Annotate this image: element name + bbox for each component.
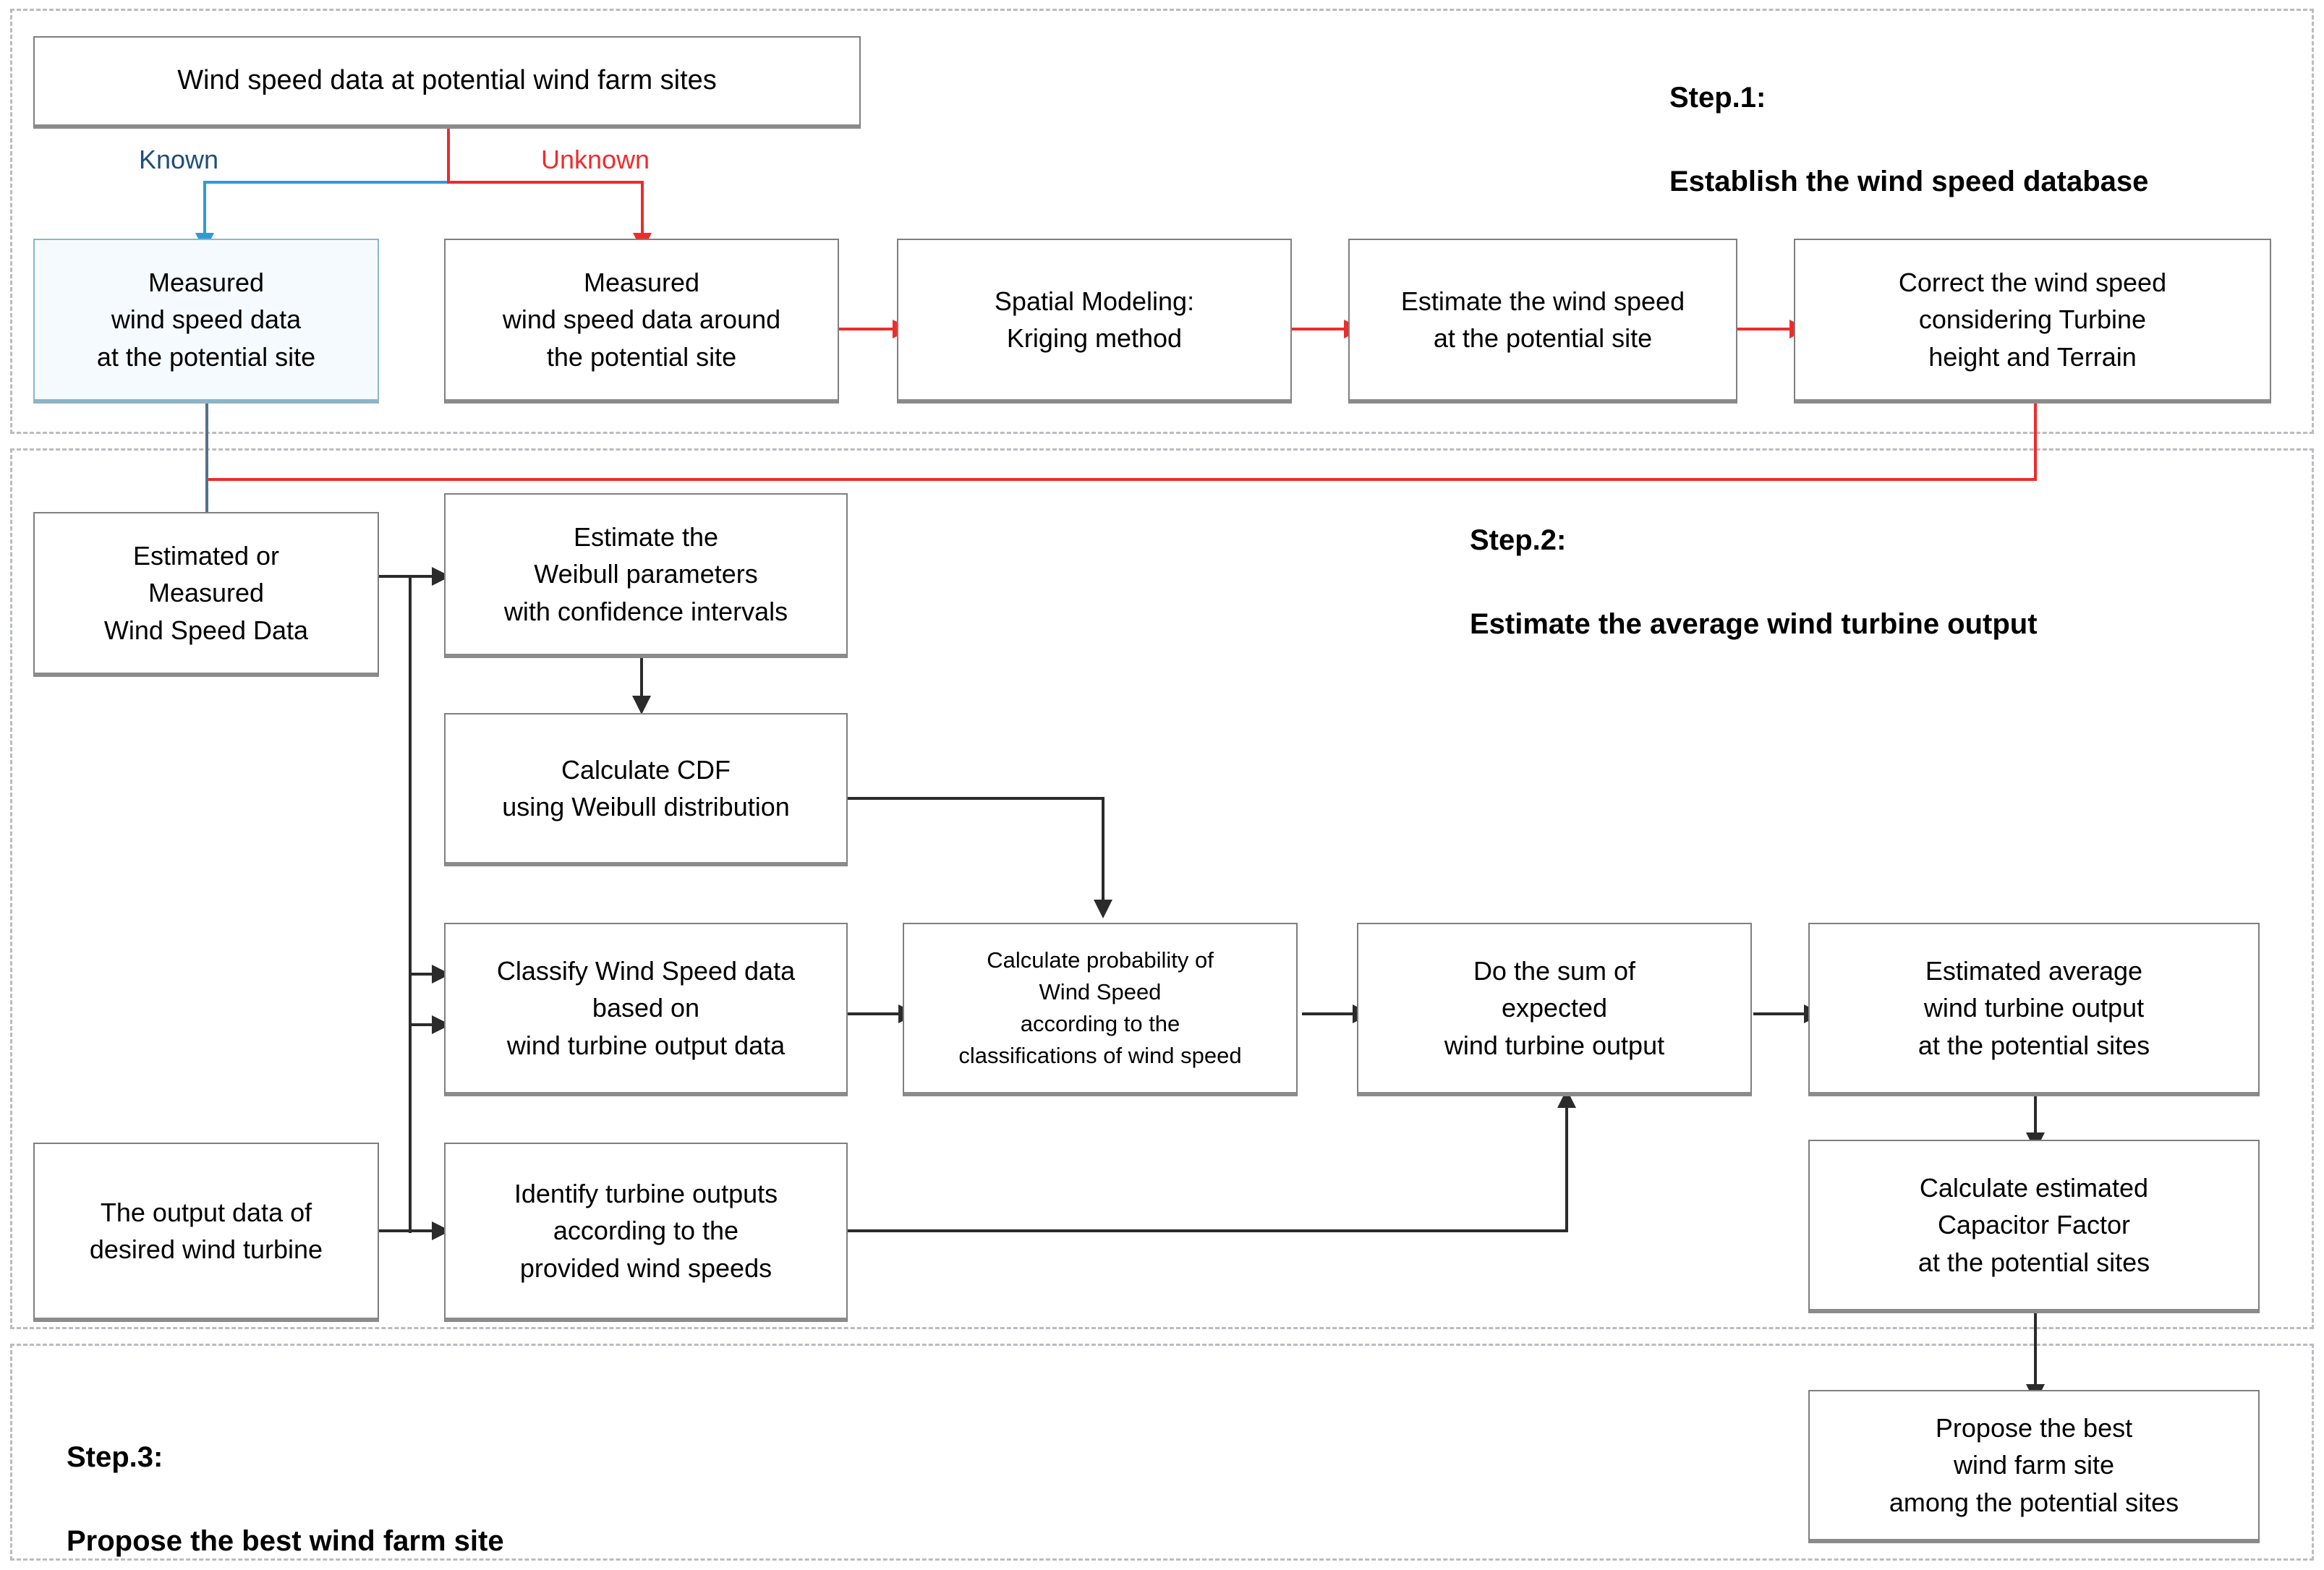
connector-known-horizontal (203, 181, 450, 184)
node-label: Calculate probability of Wind Speed acco… (958, 947, 1242, 1069)
node-label: Measured wind speed data at the potentia… (96, 268, 316, 372)
connector-unknown-horizontal (447, 181, 644, 184)
connector-n6-left-across (205, 478, 2037, 481)
node-estimated-average-turbine-output[interactable]: Estimated average wind turbine output at… (1808, 923, 2260, 1096)
edge-label-known: Known (139, 145, 219, 174)
node-classify-wind-speed-data[interactable]: Classify Wind Speed data based on wind t… (444, 923, 848, 1096)
connector-n9-right (848, 797, 1104, 800)
step-2-region (10, 448, 2314, 1329)
step-3-number: Step.3: (67, 1441, 163, 1473)
node-label: Calculate estimated Capacitor Factor at … (1917, 1173, 2150, 1277)
step-3-title: Step.3: Propose the best wind farm site (67, 1394, 504, 1570)
step-3-heading: Propose the best wind farm site (67, 1525, 504, 1557)
connector-n12-n13 (1753, 1012, 1808, 1015)
connector-n3-n4 (839, 328, 897, 330)
node-estimate-wind-speed-at-site[interactable]: Estimate the wind speed at the potential… (1348, 239, 1737, 404)
node-output-data-desired-turbine[interactable]: The output data of desired wind turbine (33, 1143, 379, 1322)
node-label: Measured wind speed data around the pote… (502, 268, 781, 372)
connector-n10-n11 (848, 1012, 903, 1015)
connector-n14-trunk-n10 (409, 1023, 440, 1026)
node-calculate-cdf-weibull[interactable]: Calculate CDF using Weibull distribution (444, 713, 848, 866)
connector-n15-right (848, 1229, 1568, 1232)
connector-n8-n9 (640, 651, 643, 703)
step-2-heading: Estimate the average wind turbine output (1470, 608, 2038, 640)
connector-n1-split-stem (447, 129, 450, 182)
edge-label-unknown: Unknown (541, 145, 650, 174)
node-label: Estimated average wind turbine output at… (1917, 956, 2150, 1060)
connector-n14-n15 (377, 1229, 438, 1232)
connector-n14-trunk-up (409, 1023, 412, 1233)
step-2-title: Step.2: Estimate the average wind turbin… (1470, 477, 2038, 687)
connector-unknown-drop (641, 181, 644, 237)
connector-n9-down (1102, 797, 1104, 907)
step-1-heading: Establish the wind speed database (1669, 166, 2149, 197)
node-spatial-modeling-kriging[interactable]: Spatial Modeling: Kriging method (897, 239, 1292, 404)
node-label: Spatial Modeling: Kriging method (994, 286, 1195, 353)
connector-n7-n8 (377, 575, 438, 578)
node-label: Calculate CDF using Weibull distribution (502, 754, 790, 822)
node-estimated-or-measured-wind-speed-data[interactable]: Estimated or Measured Wind Speed Data (33, 512, 379, 677)
connector-n13-n16 (2034, 1092, 2037, 1140)
arrow-n8-n9 (632, 696, 651, 714)
connector-n6-down (2034, 401, 2037, 481)
step-1-number: Step.1: (1669, 82, 1766, 114)
connector-trunk-left (409, 575, 412, 1023)
step-1-region (10, 9, 2314, 434)
node-measured-wind-speed-at-site[interactable]: Measured wind speed data at the potentia… (33, 239, 379, 404)
node-estimate-weibull-parameters[interactable]: Estimate the Weibull parameters with con… (444, 493, 848, 658)
node-sum-expected-turbine-output[interactable]: Do the sum of expected wind turbine outp… (1357, 923, 1752, 1096)
step-2-number: Step.2: (1470, 524, 1567, 556)
connector-n2-down-to-n7 (205, 401, 208, 517)
connector-n11-n12 (1302, 1012, 1357, 1015)
connector-n5-n6 (1736, 328, 1794, 330)
step-1-title: Step.1: Establish the wind speed databas… (1669, 35, 2148, 244)
node-label: The output data of desired wind turbine (89, 1197, 323, 1264)
arrow-n9-n11 (1094, 900, 1112, 918)
connector-trunk-n10 (409, 973, 440, 976)
node-label: Classify Wind Speed data based on wind t… (496, 956, 796, 1060)
connector-n4-n5 (1290, 328, 1348, 330)
node-calculate-capacitor-factor[interactable]: Calculate estimated Capacitor Factor at … (1808, 1140, 2260, 1313)
node-correct-wind-speed-turbine-height-terrain[interactable]: Correct the wind speed considering Turbi… (1794, 239, 2271, 404)
node-label: Identify turbine outputs according to th… (514, 1179, 778, 1283)
connector-n15-up (1565, 1108, 1568, 1232)
node-label: Estimate the wind speed at the potential… (1400, 286, 1685, 353)
node-calculate-probability-wind-speed[interactable]: Calculate probability of Wind Speed acco… (903, 923, 1298, 1096)
node-label: Estimate the Weibull parameters with con… (503, 522, 788, 626)
node-label: Wind speed data at potential wind farm s… (177, 65, 717, 96)
connector-n16-n17 (2034, 1309, 2037, 1390)
node-wind-speed-data-potential-sites[interactable]: Wind speed data at potential wind farm s… (33, 36, 861, 129)
connector-known-drop (203, 181, 206, 237)
node-measured-wind-speed-around-site[interactable]: Measured wind speed data around the pote… (444, 239, 839, 404)
step-3-region (10, 1344, 2314, 1561)
node-label: Do the sum of expected wind turbine outp… (1444, 956, 1665, 1060)
node-identify-turbine-outputs[interactable]: Identify turbine outputs according to th… (444, 1143, 848, 1322)
node-label: Estimated or Measured Wind Speed Data (103, 541, 309, 645)
node-label: Propose the best wind farm site among th… (1889, 1413, 2179, 1517)
node-propose-best-wind-farm-site[interactable]: Propose the best wind farm site among th… (1808, 1390, 2260, 1543)
node-label: Correct the wind speed considering Turbi… (1898, 268, 2167, 372)
